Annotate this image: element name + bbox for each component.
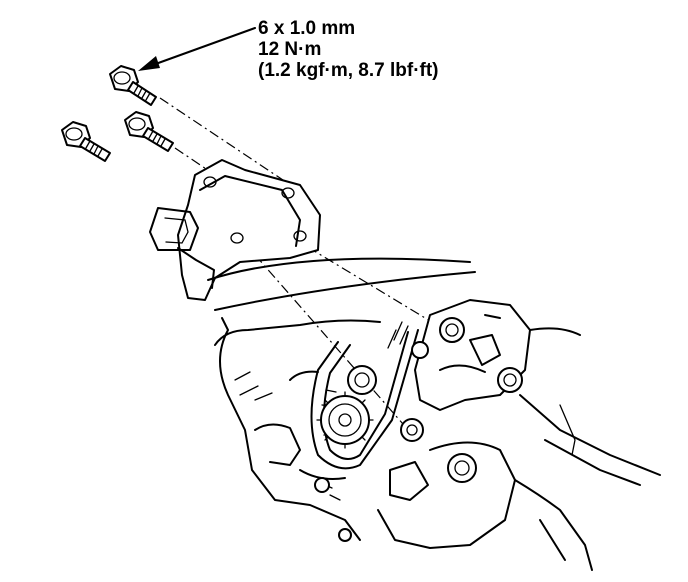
bolt-middle	[124, 111, 174, 152]
bolt-thread-spec: 6 x 1.0 mm	[258, 18, 356, 39]
bolt-upper	[109, 65, 157, 106]
block-bolts	[314, 341, 429, 542]
engine-block	[207, 257, 476, 541]
torque-value-nm: 12 N·m	[258, 39, 322, 60]
belt-tensioner	[347, 365, 377, 395]
lower-housing	[324, 441, 516, 549]
bolt-left	[61, 121, 111, 162]
torque-value-alt-units: (1.2 kgf·m, 8.7 lbf·ft)	[258, 60, 439, 81]
crankshaft-sprocket	[316, 391, 374, 449]
timing-belt	[310, 321, 419, 470]
torque-callout: 6 x 1.0 mm 12 N·m (1.2 kgf·m, 8.7 lbf·ft…	[258, 18, 439, 81]
subframe	[514, 327, 661, 571]
callout-leader-arrow	[138, 27, 256, 71]
engine-mount-bracket	[149, 159, 321, 301]
oil-pump-housing	[400, 299, 531, 442]
